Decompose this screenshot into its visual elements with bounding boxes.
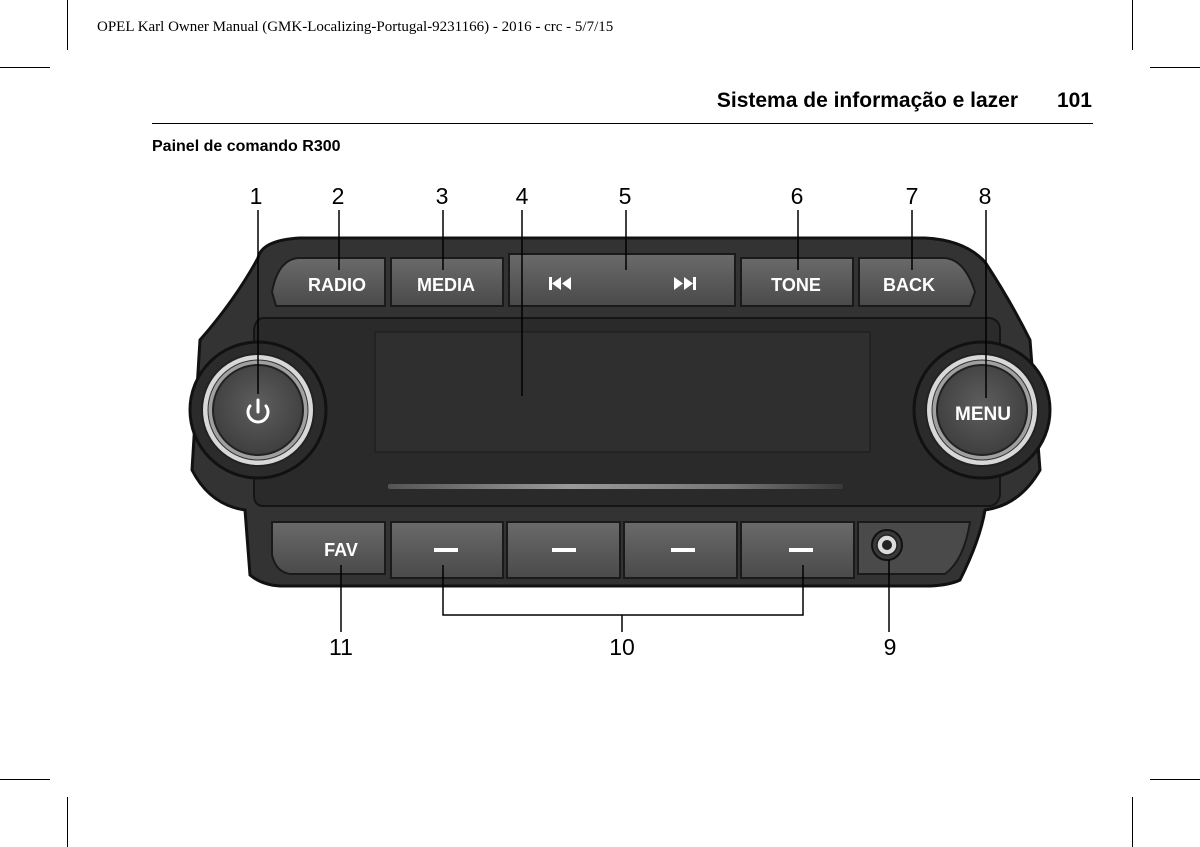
preset-button-1[interactable]	[390, 521, 504, 579]
display-light-bar	[388, 484, 843, 489]
crop-mark	[67, 0, 68, 50]
aux-input-panel	[857, 521, 972, 575]
next-track-icon[interactable]	[674, 277, 696, 290]
back-button[interactable]: BACK	[858, 257, 977, 307]
previous-track-icon[interactable]	[549, 277, 571, 290]
media-button[interactable]: MEDIA	[390, 257, 504, 307]
crop-mark	[1132, 797, 1133, 847]
header-rule	[152, 123, 1093, 124]
dash-icon	[552, 548, 576, 552]
dash-icon	[789, 548, 813, 552]
back-label: BACK	[883, 275, 935, 295]
display-screen	[374, 331, 871, 453]
callout-6: 6	[791, 183, 804, 209]
power-icon	[246, 398, 270, 424]
callout-9: 9	[884, 634, 897, 660]
crop-mark	[0, 67, 50, 68]
page-number: 101	[1056, 89, 1092, 112]
seek-rocker-button[interactable]	[508, 253, 736, 307]
callout-8: 8	[979, 183, 992, 209]
callout-3: 3	[436, 183, 449, 209]
preset-button-4[interactable]	[740, 521, 855, 579]
callout-1: 1	[250, 183, 263, 209]
radio-label: RADIO	[308, 275, 366, 295]
callout-5: 5	[619, 183, 632, 209]
fav-button[interactable]: FAV	[271, 521, 386, 575]
leader-lines	[257, 210, 987, 632]
callout-7: 7	[906, 183, 919, 209]
tone-label: TONE	[771, 275, 821, 295]
preset-button-3[interactable]	[623, 521, 738, 579]
panel-heading: Painel de comando R300	[152, 138, 341, 155]
crop-mark	[1150, 67, 1200, 68]
crop-mark	[1132, 0, 1133, 50]
callout-2: 2	[332, 183, 345, 209]
crop-mark	[67, 797, 68, 847]
media-label: MEDIA	[417, 275, 475, 295]
dash-icon	[671, 548, 695, 552]
crop-mark	[1150, 779, 1200, 780]
aux-jack-icon[interactable]	[871, 529, 903, 561]
callout-10: 10	[609, 634, 635, 660]
callout-4: 4	[516, 183, 529, 209]
power-volume-knob[interactable]	[188, 340, 328, 480]
menu-knob[interactable]: MENU	[912, 340, 1052, 480]
crop-mark	[0, 779, 50, 780]
dash-icon	[434, 548, 458, 552]
running-header: OPEL Karl Owner Manual (GMK-Localizing-P…	[97, 19, 614, 35]
fav-label: FAV	[324, 540, 358, 560]
radio-button[interactable]: RADIO	[270, 257, 386, 307]
tone-button[interactable]: TONE	[740, 257, 854, 307]
preset-button-2[interactable]	[506, 521, 621, 579]
menu-label: MENU	[955, 404, 1011, 425]
section-title: Sistema de informação e lazer	[716, 89, 1018, 112]
callout-11: 11	[329, 634, 353, 660]
